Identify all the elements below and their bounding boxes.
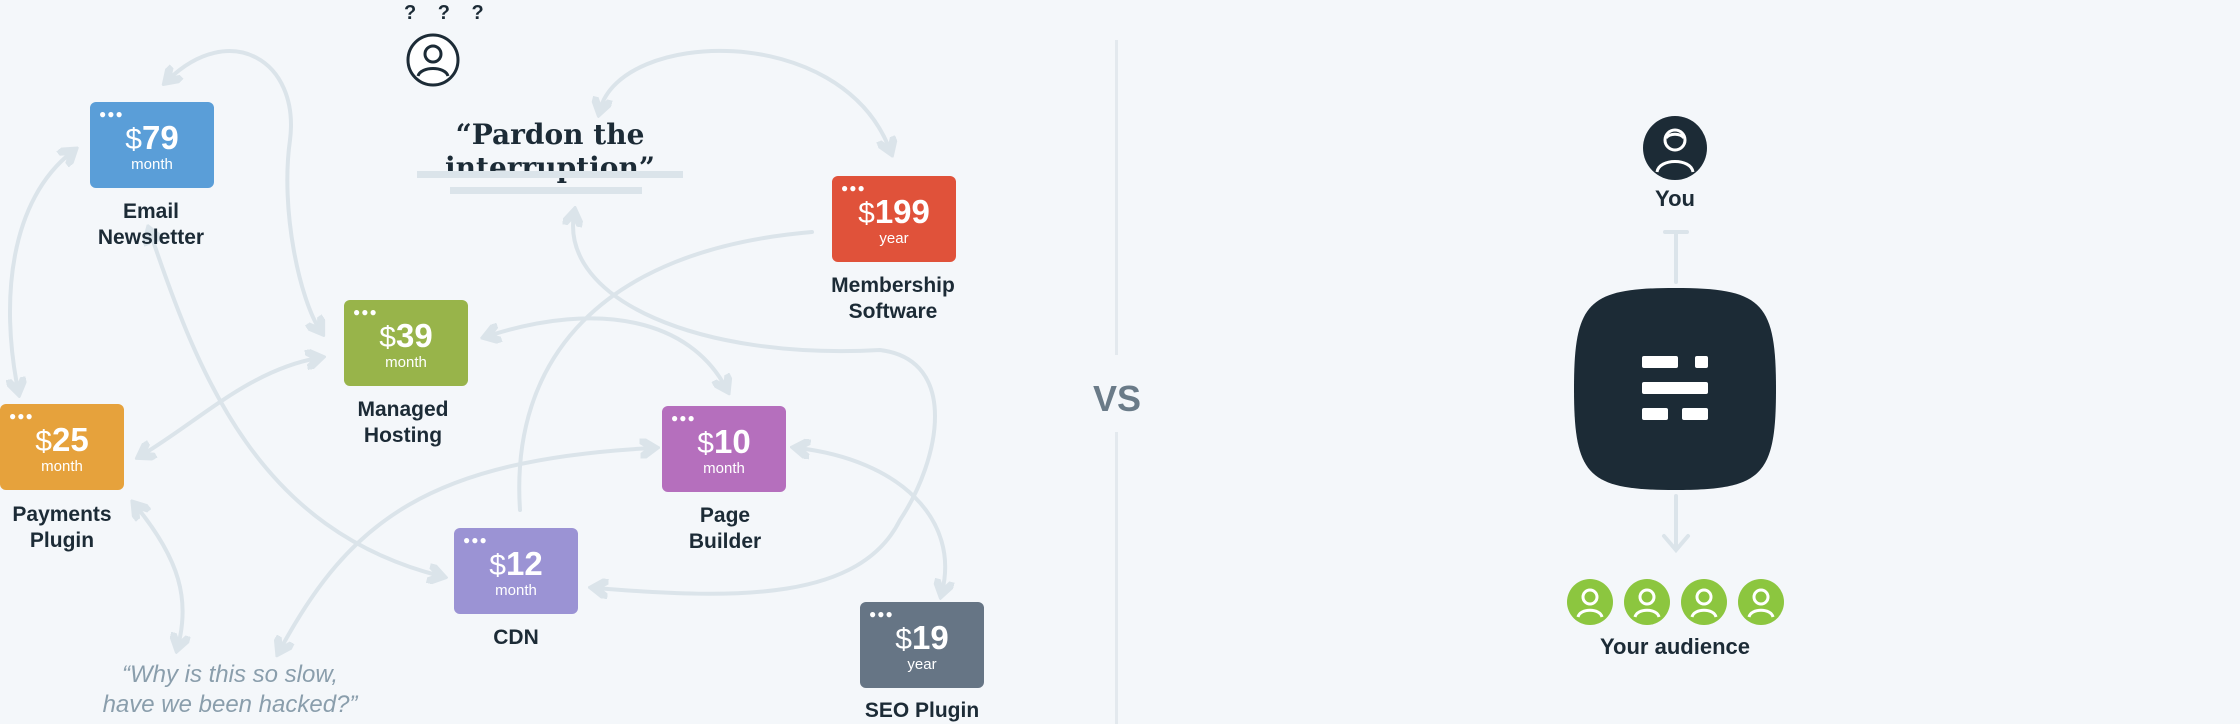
- window-dots-icon: ●●●: [869, 607, 894, 621]
- window-dots-icon: ●●●: [353, 305, 378, 319]
- price: $12: [489, 545, 543, 583]
- price-card-membership: ●●● $199 year: [832, 176, 956, 262]
- window-dots-icon: ●●●: [9, 409, 34, 423]
- divider-line: [1115, 40, 1118, 355]
- billing-period: month: [703, 460, 745, 477]
- price: $39: [379, 317, 433, 355]
- window-dots-icon: ●●●: [463, 533, 488, 547]
- platform-logo-icon: [1574, 288, 1776, 490]
- price-card-pagebuilder: ●●● $10 month: [662, 406, 786, 492]
- window-dots-icon: ●●●: [671, 411, 696, 425]
- headline: “Pardon the interruption”: [445, 118, 655, 184]
- billing-period: month: [495, 582, 537, 599]
- billing-period: year: [907, 656, 937, 673]
- price: $79: [125, 119, 179, 157]
- price-card-cdn: ●●● $12 month: [454, 528, 578, 614]
- price-card-seo: ●●● $19 year: [860, 602, 984, 688]
- billing-period: month: [131, 156, 173, 173]
- you-label: You: [1655, 186, 1695, 211]
- headline-underline: [450, 187, 642, 194]
- price: $19: [895, 619, 949, 657]
- billing-period: month: [41, 458, 83, 475]
- price: $25: [35, 421, 89, 459]
- arrow: [798, 448, 945, 592]
- you-avatar-icon: [1643, 116, 1707, 180]
- arrow: [280, 448, 652, 650]
- billing-period: month: [385, 354, 427, 371]
- arrow: [10, 152, 72, 390]
- arrow: [142, 358, 318, 455]
- window-dots-icon: ●●●: [841, 181, 866, 195]
- headline-underline: [417, 171, 683, 178]
- confused-person-icon: [406, 33, 460, 87]
- audience-member-icon: [1624, 579, 1670, 625]
- arrow: [600, 48, 890, 150]
- price-card-email: ●●● $79 month: [90, 102, 214, 188]
- price-card-payments: ●●● $25 month: [0, 404, 124, 490]
- vs-label: VS: [1092, 378, 1142, 419]
- question-marks: ? ? ?: [404, 2, 492, 24]
- arrow: [168, 49, 320, 330]
- window-dots-icon: ●●●: [99, 107, 124, 121]
- card-label-seo: SEO Plugin: [864, 699, 980, 722]
- arrow: [136, 506, 183, 646]
- card-label-cdn: CDN: [493, 626, 539, 649]
- arrow: [488, 316, 726, 388]
- price: $199: [858, 193, 930, 231]
- audience-member-icon: [1681, 579, 1727, 625]
- arrow: [573, 214, 937, 594]
- audience-label: Your audience: [1600, 634, 1750, 659]
- audience-member-icon: [1567, 579, 1613, 625]
- price-card-hosting: ●●● $39 month: [344, 300, 468, 386]
- billing-period: year: [879, 230, 909, 247]
- price: $10: [697, 423, 751, 461]
- audience-member-icon: [1738, 579, 1784, 625]
- divider-line: [1115, 432, 1118, 724]
- frustrated-quote: “Why is this so slow, have we been hacke…: [102, 661, 358, 718]
